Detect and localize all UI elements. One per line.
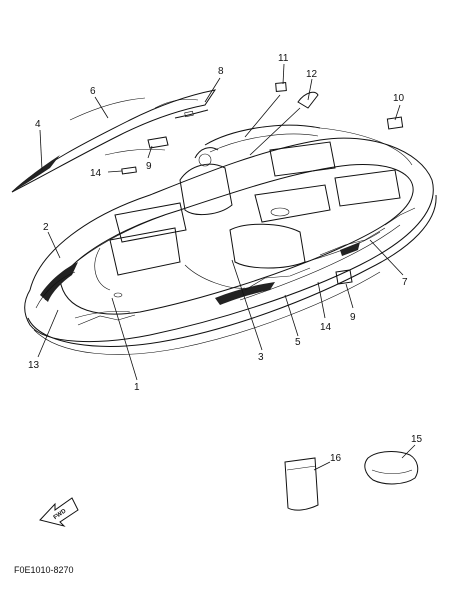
callout-8: 8 bbox=[218, 66, 224, 77]
decal-10 bbox=[386, 116, 404, 130]
diagram-code: F0E1010-8270 bbox=[14, 565, 74, 575]
callout-7: 7 bbox=[402, 277, 408, 288]
hull-graphics bbox=[35, 207, 416, 326]
callout-1: 1 bbox=[134, 382, 140, 393]
callout-14-right: 14 bbox=[320, 322, 332, 333]
boat-interior bbox=[94, 124, 413, 298]
callout-15: 15 bbox=[411, 434, 423, 445]
decal-11 bbox=[275, 82, 287, 92]
leader-lines bbox=[37, 63, 416, 471]
panel-decal-9-left bbox=[147, 136, 169, 149]
callout-2: 2 bbox=[43, 222, 49, 233]
side-decal-strip bbox=[11, 89, 217, 193]
part-15-cushion bbox=[364, 451, 419, 485]
small-decal-left bbox=[104, 148, 166, 175]
boat-hull bbox=[24, 137, 437, 355]
callout-4: 4 bbox=[35, 119, 41, 130]
callout-5: 5 bbox=[295, 337, 301, 348]
callout-12: 12 bbox=[306, 69, 318, 80]
callout-labels: 1 2 3 4 5 6 7 8 9 10 11 12 13 14 15 16 9… bbox=[28, 53, 423, 464]
callout-9-left: 9 bbox=[146, 161, 152, 172]
callout-11: 11 bbox=[278, 53, 289, 64]
callout-10: 10 bbox=[393, 93, 405, 104]
decal-9-right bbox=[335, 269, 353, 285]
callout-14-left: 14 bbox=[90, 168, 102, 179]
callout-16: 16 bbox=[330, 453, 342, 464]
part-16-pad bbox=[284, 457, 319, 511]
callout-13: 13 bbox=[28, 360, 40, 371]
callout-6: 6 bbox=[90, 86, 96, 97]
callout-3: 3 bbox=[258, 352, 264, 363]
decal-12 bbox=[297, 91, 319, 109]
callout-9-right: 9 bbox=[350, 312, 356, 323]
fwd-arrow-icon: FWD bbox=[39, 497, 79, 527]
